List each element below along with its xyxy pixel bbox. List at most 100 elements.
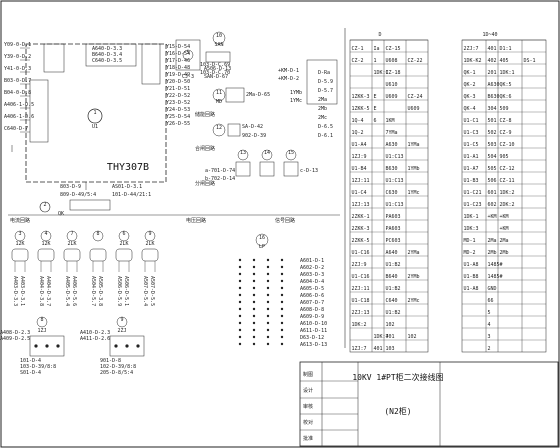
device-left-pins: Y09-0-D.1Y39-0-D.2Y41-0-D.3B03-0-D.7B04-…: [4, 42, 34, 133]
qk-label: QK: [58, 211, 64, 217]
voltage-circuit-label: 电压回路: [186, 217, 206, 224]
terminal-dot: [238, 286, 242, 290]
device-right-pin: Y16-D-54: [166, 51, 190, 57]
terminal-dot: [238, 335, 242, 339]
left-table-cell: 2YMb: [408, 274, 420, 280]
device-lower-right-pin: AS01-D-3.1: [112, 184, 142, 190]
device-left-pin: A406-1-D.6: [4, 114, 34, 120]
right-table-cell: 2Ma: [488, 238, 497, 244]
ym-pin: 1YMc: [290, 98, 302, 104]
block5-label: CJ-3: [182, 74, 194, 80]
relay-block: 81ZJA408-D-2.3A409-D-2.5101-D-4103-D-39/…: [0, 316, 65, 376]
relay-pin: A408-D-2.3: [0, 330, 30, 336]
right-table-cell: QK-3: [464, 94, 476, 100]
block-11: 11 MD 2Ma-D-65: [212, 87, 270, 105]
left-table-cell: 1YMa: [408, 142, 420, 148]
right-table-cell: MD-1: [464, 238, 476, 244]
right-table-cell: 2ZJ:7: [464, 46, 479, 52]
right-table-cell: 5: [488, 310, 491, 316]
device-left-pin: Y41-0-D.3: [4, 66, 31, 72]
device-lower-pin: 809-D-49/5:4: [60, 192, 96, 198]
right-table-cell: 2DK:2: [500, 202, 515, 208]
right-table-cell: U1-A8: [464, 286, 479, 292]
terminal-pin: A610-D-10: [300, 321, 327, 327]
right-table-cell: U1-A7: [464, 166, 479, 172]
left-table-cell: 2ZKK-3: [352, 226, 370, 232]
left-table-cell: CZ-18: [386, 70, 401, 76]
left-table-cell: U1-C4: [352, 190, 367, 196]
terminal-dot: [280, 342, 284, 346]
right-table-cell: 401: [488, 46, 497, 52]
device-top-pin: C640-D-3.5: [92, 58, 122, 64]
relay-number: 8: [40, 317, 43, 323]
terminal-dot: [238, 328, 242, 332]
relay-pin: A410-D-2.3: [80, 330, 110, 336]
right-table-cell: 502: [488, 130, 497, 136]
terminal-dot: [238, 265, 242, 269]
device-right-pin: Y21-D-51: [166, 86, 190, 92]
ct-pin: A405-D-5.4: [64, 276, 70, 306]
left-table-cell: U609: [386, 94, 398, 100]
right-table-cell: U1-C3: [464, 130, 479, 136]
ct-number: 8: [96, 231, 99, 237]
device-model-label: THY307B: [107, 162, 149, 173]
right-table-cell: MD-2: [464, 250, 476, 256]
terminal-dot: [252, 272, 256, 276]
lamp-pin: a-701-D-74: [205, 168, 235, 174]
right-pin: D-6.1: [318, 133, 333, 139]
left-table-cell: A630: [386, 142, 398, 148]
left-table-cell: PA603: [386, 226, 401, 232]
ct-pin: A506-D-5.9: [116, 276, 122, 306]
relay-label: 1ZJ: [37, 328, 46, 334]
right-table-cell: 402: [488, 58, 497, 64]
left-table-cell: 7YMa: [386, 130, 398, 136]
tb16-label: LP: [259, 244, 265, 250]
device-right-pins: Y15-D-54Y16-D-54Y17-D-46Y18-D-48Y19-D-49…: [166, 44, 190, 127]
terminal-dot: [266, 300, 270, 304]
right-table-cell: 1DK-K2: [464, 58, 482, 64]
ct-pin: A506-D-5.1: [123, 276, 129, 306]
device-lower-block: 803-D-9 809-D-49/5:4 AS01-D-3.1 101-D-44…: [11, 145, 151, 217]
terminal-dot: [238, 321, 242, 325]
right-table-cell: U1-B8: [464, 274, 479, 280]
device-number-circle: [87, 108, 103, 124]
block-12: 12 SA-D-42 902-D-39: [212, 123, 266, 139]
right-table-cell: 4: [488, 322, 491, 328]
block11-label: MD: [216, 99, 222, 105]
left-table-cell: U1:C13: [386, 202, 404, 208]
left-table-cell: 2YMc: [408, 298, 420, 304]
right-table-row: U1-B8 1485#: [464, 274, 503, 280]
right-table-cell: QK:5: [500, 82, 512, 88]
block5-number: 5: [186, 50, 189, 56]
relay-pin: S01-D-4: [20, 370, 41, 376]
ct-number: 7: [70, 231, 73, 237]
block12-pin: 902-D-39: [242, 133, 266, 139]
ct-pin: A403-D-3.3: [12, 276, 18, 306]
ct-label: 2LK: [67, 241, 76, 247]
right-table-cell: 505: [488, 166, 497, 172]
title-line-1: 10KV 1#PT柜二次接线图: [352, 372, 443, 382]
right-table-cell: 1485#: [488, 274, 503, 280]
right-table-cell: 509: [500, 106, 509, 112]
block-5: 5 CJ-3 103-D-C.69 103-D-C.70: [175, 39, 230, 80]
